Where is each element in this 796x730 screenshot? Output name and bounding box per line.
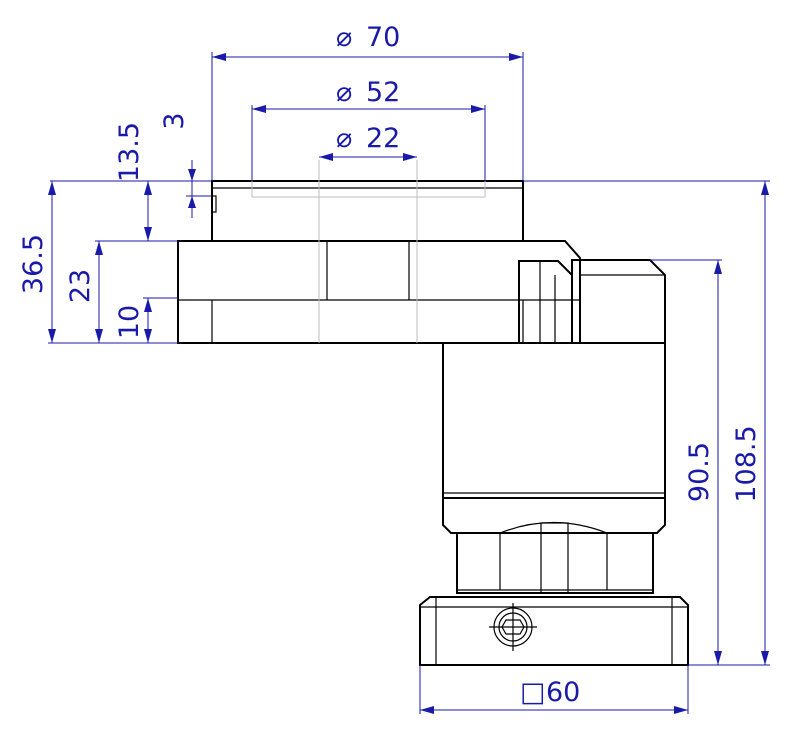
dim-diameter-70: ⌀ 70	[211, 22, 524, 181]
dim-square-60: □ 60	[419, 665, 689, 714]
dim-height-36-5: 36.5	[18, 181, 178, 344]
dim-diameter-70-symbol: ⌀	[336, 22, 352, 53]
dim-diameter-22: ⌀ 22	[319, 123, 417, 161]
coupling-slot	[540, 522, 569, 594]
dim-height-13-5-value: 13.5	[114, 122, 145, 182]
dim-diameter-70-value: 70	[366, 22, 400, 53]
dim-height-3-value: 3	[159, 112, 190, 129]
dim-height-36-5-value: 36.5	[18, 234, 49, 294]
hidden-lines	[251, 160, 486, 343]
dim-diameter-22-symbol: ⌀	[336, 123, 352, 154]
lower-shaft	[456, 532, 654, 594]
dimensions: ⌀ 70 ⌀ 52 ⌀ 22 1	[18, 22, 770, 714]
part-outline	[177, 180, 689, 666]
dim-height-108-5: 108.5	[722, 181, 770, 666]
dim-square-60-value: 60	[546, 677, 580, 708]
right-housing	[571, 259, 666, 344]
dim-height-108-5-value: 108.5	[731, 425, 762, 502]
dim-diameter-52-value: 52	[366, 77, 400, 108]
dim-height-90-5: 90.5	[650, 259, 722, 666]
dim-diameter-22-value: 22	[366, 123, 400, 154]
dim-height-10-value: 10	[114, 305, 145, 339]
dim-diameter-52-symbol: ⌀	[336, 77, 352, 108]
dim-height-90-5-value: 90.5	[684, 442, 715, 502]
dim-height-3: 3	[159, 112, 212, 218]
dim-diameter-52: ⌀ 52	[251, 77, 486, 181]
motor-housing	[442, 342, 666, 499]
lower-collar	[442, 497, 666, 534]
dim-height-23-value: 23	[65, 269, 96, 303]
top-flange-notch	[211, 195, 217, 213]
top-flange	[211, 180, 524, 242]
dim-square-60-symbol: □	[520, 677, 546, 708]
dim-height-13-5: 13.5	[95, 122, 178, 242]
dim-height-10: 10	[114, 297, 178, 343]
dim-height-23: 23	[65, 241, 103, 343]
adaptor-block	[518, 260, 573, 344]
clamp-screw	[489, 603, 537, 651]
